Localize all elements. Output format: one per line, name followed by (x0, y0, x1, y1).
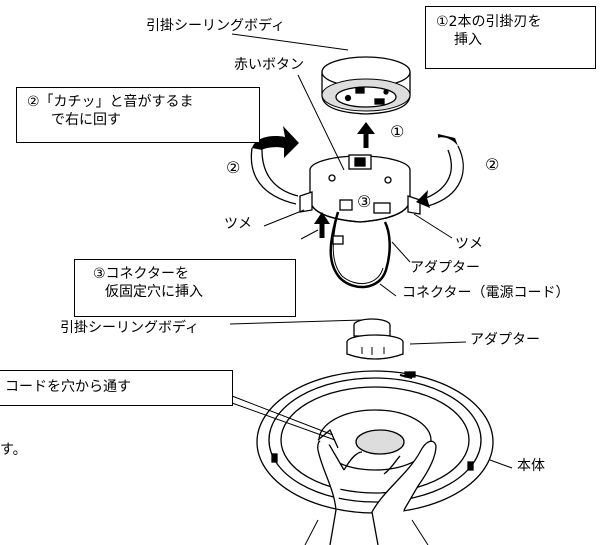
label-adapter-upper: アダプター (410, 260, 480, 276)
callout-line: コードを穴から通す (5, 379, 131, 395)
callout-line: ③コネクターを (93, 266, 189, 282)
step-marker-1: ① (390, 122, 405, 141)
callout-insert-connector: ③コネクターを 仮固定穴に挿入 (74, 259, 296, 317)
step-marker-3: ③ (357, 192, 372, 211)
main-body-ring (256, 370, 494, 514)
callout-rotate-right: ②「カチッ」と音がするま で右に回す (16, 87, 260, 143)
label-main-body: 本体 (517, 458, 545, 474)
callout-line: で右に回す (51, 112, 121, 128)
ceiling-body-upper (321, 56, 411, 115)
callout-pass-cord: コードを穴から通す (0, 370, 233, 406)
hands (304, 428, 437, 545)
step-marker-2-left: ② (226, 158, 241, 177)
label-connector-cord: コネクター（電源コード） (402, 285, 570, 301)
label-ceiling-body-bottom: 引掛シーリングボディ (60, 320, 200, 336)
label-claw-left: ツメ (224, 216, 252, 232)
callout-line: 挿入 (454, 32, 482, 48)
label-adapter-lower: アダプター (470, 332, 540, 348)
adapter-upper-shape (299, 154, 421, 223)
step-marker-2-right: ② (485, 155, 500, 174)
label-red-button: 赤いボタン (234, 57, 304, 73)
label-claw-right: ツメ (455, 236, 483, 252)
ceiling-body-lower (346, 318, 404, 360)
label-edge-fragment: す。 (0, 442, 27, 458)
callout-line: ①2本の引掛刃を (436, 14, 542, 30)
callout-line: ②「カチッ」と音がするま (27, 94, 194, 110)
label-ceiling-body-top: 引掛シーリングボディ (146, 18, 286, 34)
callout-line: 仮固定穴に挿入 (105, 284, 203, 300)
callout-insert-blades: ①2本の引掛刃を 挿入 (425, 6, 596, 69)
